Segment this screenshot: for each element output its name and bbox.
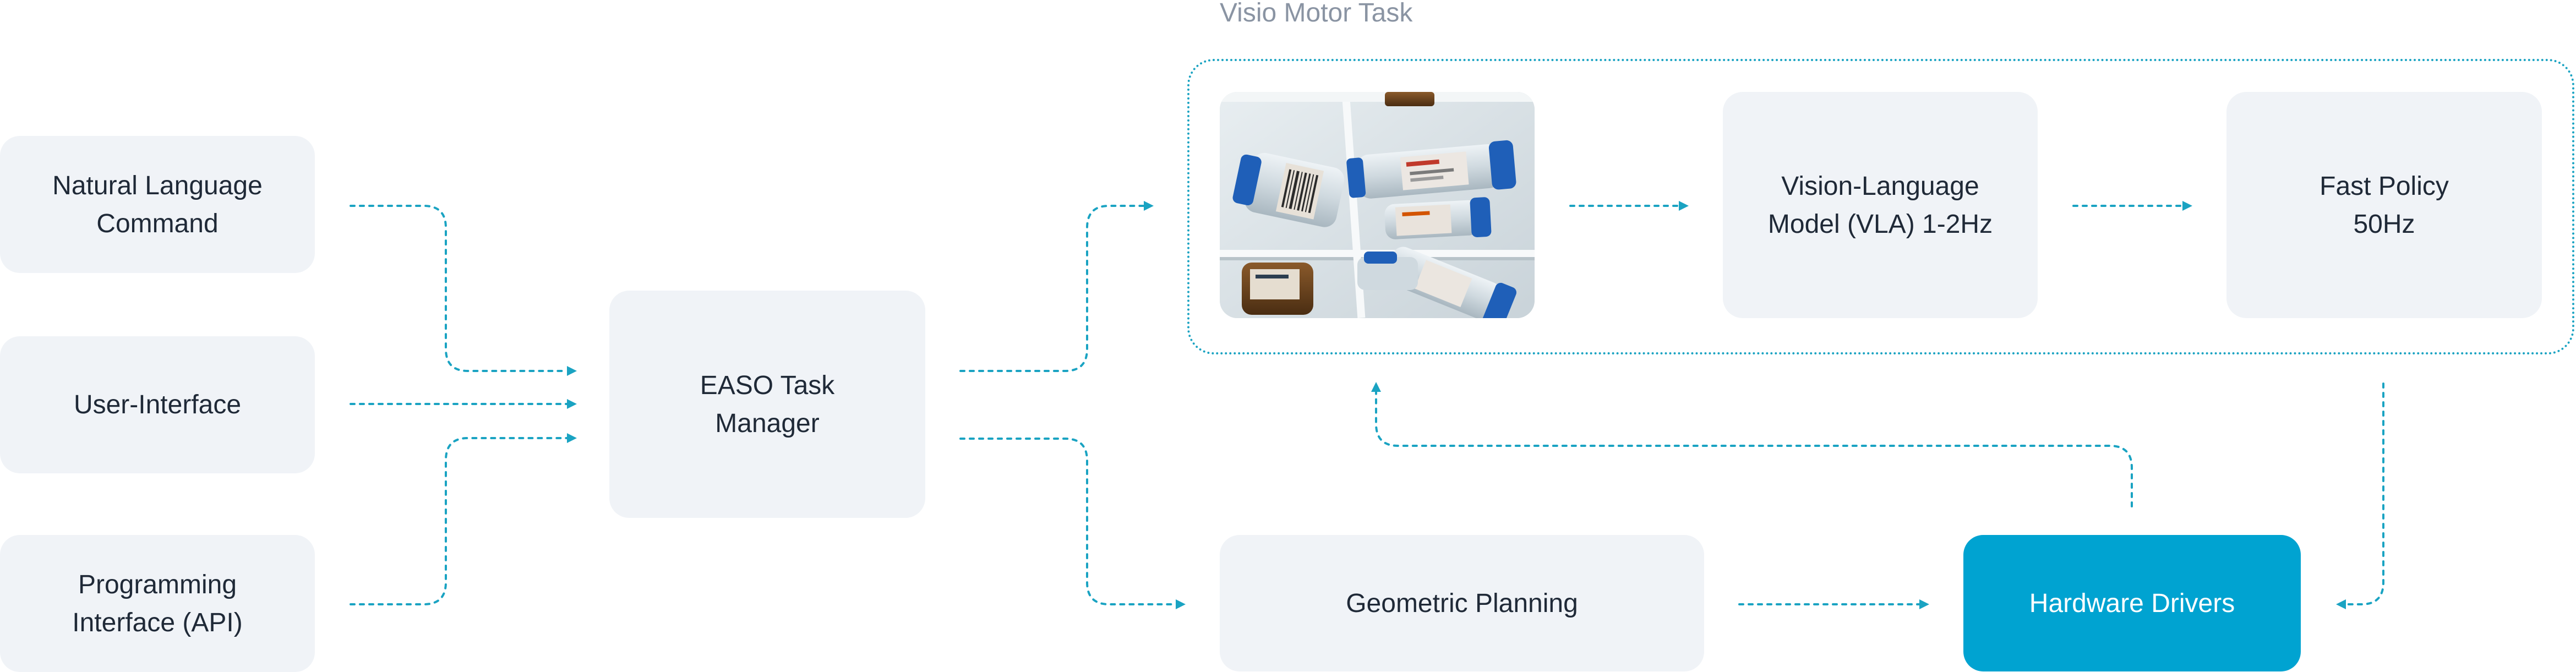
vials-camera-image: [1220, 92, 1535, 318]
arrowhead: [1679, 201, 1689, 211]
node-vla[interactable]: Vision-Language Model (VLA) 1-2Hz: [1723, 92, 2038, 318]
edge-api-to-manager: [350, 437, 568, 605]
node-fast-policy[interactable]: Fast Policy 50Hz: [2226, 92, 2542, 318]
node-natural-language-command[interactable]: Natural Language Command: [0, 136, 315, 273]
node-easo-task-manager[interactable]: EASO Task Manager: [609, 291, 925, 518]
node-geometric-planning[interactable]: Geometric Planning: [1220, 535, 1704, 671]
node-label-line: Natural Language: [52, 171, 263, 200]
node-label-line: Hardware Drivers: [2029, 588, 2235, 618]
arrowhead: [567, 366, 577, 376]
arrowhead: [2336, 599, 2346, 609]
arrowhead: [1919, 599, 1929, 609]
arrowhead: [1371, 382, 1381, 392]
arrowhead: [1176, 599, 1186, 609]
node-hardware-drivers[interactable]: Hardware Drivers: [1963, 535, 2301, 671]
edge-manager-to-task: [959, 205, 1145, 372]
node-programming-interface[interactable]: Programming Interface (API): [0, 535, 315, 672]
edge-manager-to-geometric: [959, 438, 1177, 605]
node-label-line: User-Interface: [73, 390, 242, 419]
node-user-interface[interactable]: User-Interface: [0, 336, 315, 473]
node-label-line: 50Hz: [2353, 209, 2415, 239]
node-label-line: EASO Task: [700, 370, 835, 400]
node-label-line: Interface (API): [72, 608, 243, 637]
node-label-line: Manager: [715, 408, 820, 438]
node-label-line: Vision-Language: [1781, 171, 1979, 201]
node-label-line: Geometric Planning: [1346, 588, 1578, 618]
group-label: Visio Motor Task: [1220, 0, 1413, 28]
edge-nlc-to-manager: [350, 205, 568, 372]
node-label-line: Command: [96, 209, 219, 238]
arrowhead: [567, 399, 577, 409]
node-label-line: Programming: [78, 570, 237, 599]
visio-motor-task-group: [1187, 59, 2574, 354]
arrowhead: [2182, 201, 2192, 211]
node-label-line: Fast Policy: [2320, 171, 2449, 201]
arrowhead: [567, 433, 577, 443]
node-label-line: Model (VLA) 1-2Hz: [1767, 209, 1993, 239]
vials-illustration: [1220, 92, 1535, 318]
arrowhead: [1144, 201, 1154, 211]
edge-hardware-feedback: [1375, 391, 2133, 507]
edge-fast-policy-to-hardware: [2345, 383, 2384, 605]
